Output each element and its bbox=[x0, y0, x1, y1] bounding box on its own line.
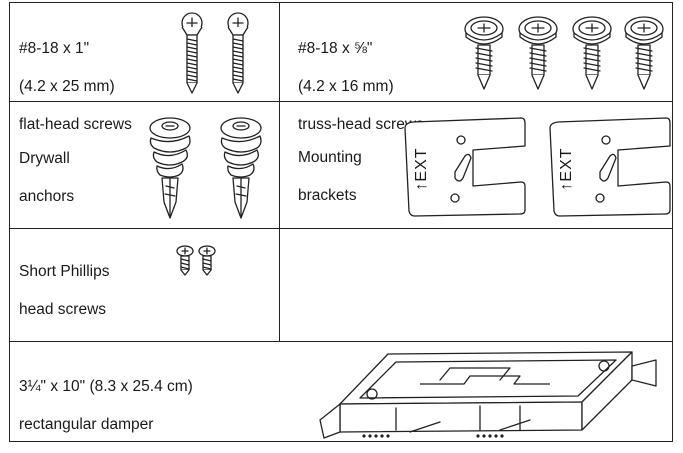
flat-head-screw-icon bbox=[227, 12, 249, 94]
cell-rectangular-damper: 3¼" x 10" (8.3 x 25.4 cm) rectangular da… bbox=[10, 342, 672, 441]
mounting-bracket-icon bbox=[549, 117, 671, 217]
row-divider bbox=[10, 228, 672, 229]
cell-flat-head-screws: #8-18 x 1" (4.2 x 25 mm) flat-head screw… bbox=[10, 3, 279, 133]
damper-name-text: rectangular damper bbox=[19, 416, 154, 433]
cell-truss-head-screws: #8-18 x ⅝" (4.2 x 16 mm) truss-head scre… bbox=[280, 3, 672, 133]
column-divider bbox=[279, 3, 280, 342]
truss-head-screw-icon bbox=[464, 16, 504, 90]
truss-head-screw-icon bbox=[624, 16, 664, 90]
mounting-brackets-line2: brackets bbox=[298, 187, 357, 204]
parts-list-table: #8-18 x 1" (4.2 x 25 mm) flat-head screw… bbox=[9, 2, 673, 442]
short-phillips-label: Short Phillips head screws bbox=[19, 243, 109, 338]
flat-head-screws-label: #8-18 x 1" (4.2 x 25 mm) flat-head screw… bbox=[19, 20, 132, 153]
damper-size-text: 3¼" x 10" (8.3 x 25.4 cm) bbox=[19, 378, 193, 395]
truss-head-size-text: #8-18 x ⅝" bbox=[298, 40, 373, 57]
drywall-anchor-icon bbox=[149, 117, 191, 219]
short-phillips-screw-icon bbox=[198, 245, 216, 276]
short-phillips-line2: head screws bbox=[19, 301, 107, 318]
cell-mounting-brackets: Mounting brackets ↑EXT ↑EXT bbox=[280, 102, 672, 228]
drywall-anchors-line2: anchors bbox=[19, 188, 75, 205]
cell-empty bbox=[280, 229, 672, 341]
flat-head-name-text: flat-head screws bbox=[19, 116, 132, 133]
damper-label: 3¼" x 10" (8.3 x 25.4 cm) rectangular da… bbox=[19, 358, 193, 453]
flat-head-size-text: #8-18 x 1" bbox=[19, 40, 90, 57]
drywall-anchor-icon bbox=[220, 117, 262, 219]
cell-drywall-anchors: Drywall anchors bbox=[10, 102, 279, 228]
flat-head-metric-text: (4.2 x 25 mm) bbox=[19, 78, 115, 95]
short-phillips-screw-icon bbox=[176, 245, 194, 276]
drywall-anchors-line1: Drywall bbox=[19, 150, 70, 167]
truss-head-screw-icon bbox=[572, 16, 612, 90]
truss-head-screws-label: #8-18 x ⅝" (4.2 x 16 mm) truss-head scre… bbox=[298, 20, 424, 153]
truss-head-metric-text: (4.2 x 16 mm) bbox=[298, 78, 394, 95]
row-divider bbox=[10, 341, 672, 342]
drywall-anchors-label: Drywall anchors bbox=[19, 130, 74, 225]
bracket-ext-marking: ↑EXT bbox=[558, 147, 575, 191]
mounting-brackets-label: Mounting brackets bbox=[298, 129, 362, 224]
truss-head-screw-icon bbox=[518, 16, 558, 90]
mounting-bracket-icon bbox=[404, 117, 526, 217]
cell-short-phillips-screws: Short Phillips head screws bbox=[10, 229, 279, 341]
bracket-ext-marking: ↑EXT bbox=[413, 147, 430, 191]
mounting-brackets-line1: Mounting bbox=[298, 149, 362, 166]
short-phillips-line1: Short Phillips bbox=[19, 263, 110, 280]
flat-head-screw-icon bbox=[181, 12, 203, 94]
rectangular-damper-icon bbox=[319, 351, 657, 439]
row-divider bbox=[10, 101, 672, 102]
